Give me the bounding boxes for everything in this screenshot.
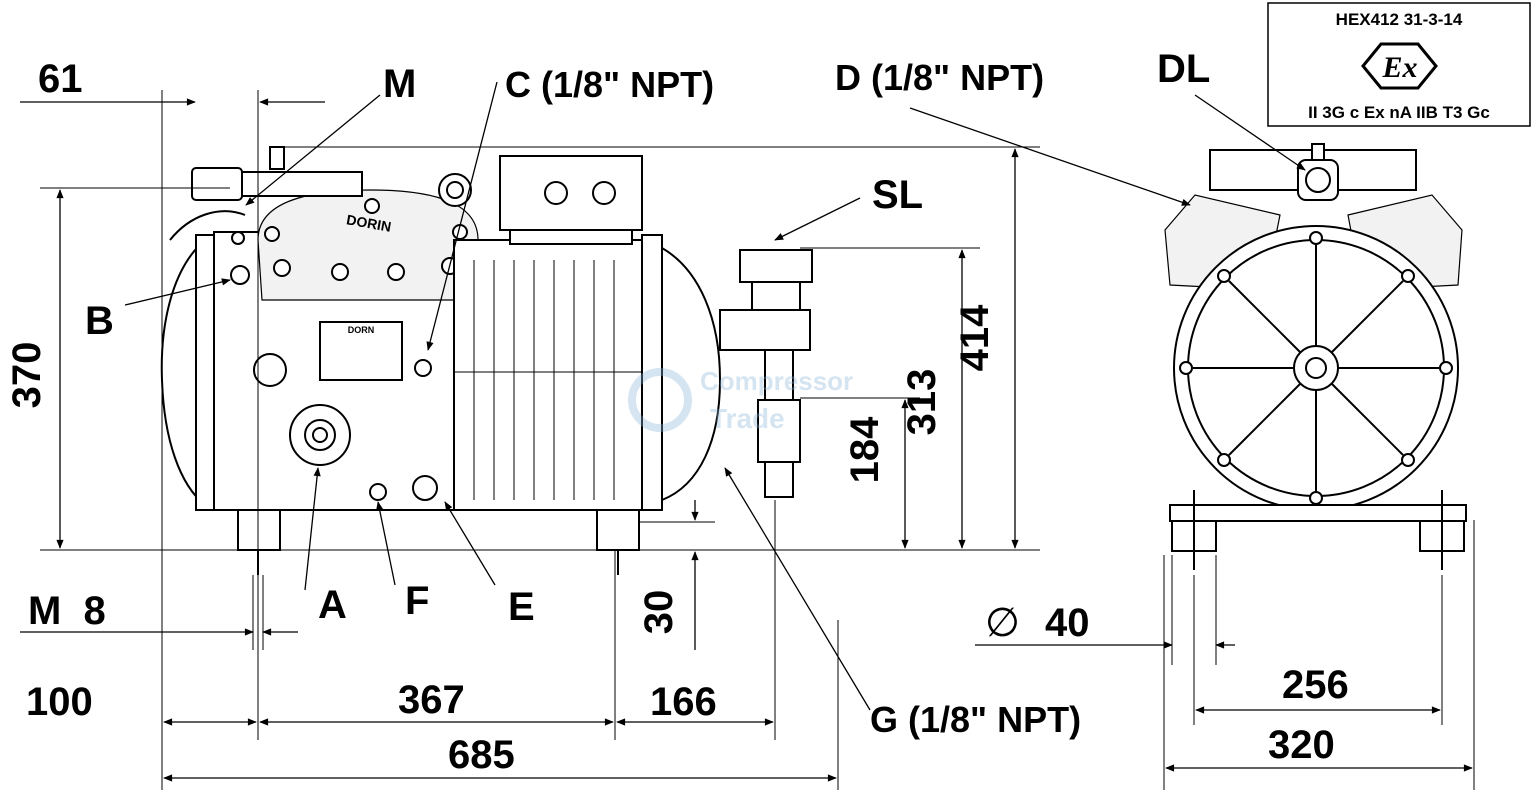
plug-m — [231, 231, 245, 245]
motor-ribs — [454, 260, 642, 500]
plug-c — [414, 359, 432, 377]
leader-lines — [124, 81, 1306, 711]
front-view-compressor — [1164, 143, 1467, 570]
dim-313: 313 — [900, 369, 944, 436]
label-e: E — [508, 585, 535, 629]
side-view-compressor: DORIN DORN — [160, 146, 813, 575]
plug-f — [369, 483, 387, 501]
terminal-gland-2 — [592, 181, 616, 205]
dim-256: 256 — [1282, 663, 1349, 707]
label-g: G (1/8" NPT) — [870, 699, 1081, 740]
motor-end-cover — [661, 246, 722, 502]
top-pipe-fitting — [191, 167, 243, 201]
plate-logo: DORN — [348, 325, 375, 335]
label-a: A — [318, 583, 347, 627]
dim-diameter-symbol: ∅ — [985, 601, 1020, 645]
dim-184: 184 — [843, 416, 887, 483]
label-f: F — [405, 579, 429, 623]
label-dl: DL — [1157, 47, 1210, 91]
dim-685: 685 — [448, 733, 515, 777]
top-cap — [269, 146, 285, 170]
motor-housing — [453, 239, 643, 511]
plug-e — [412, 475, 438, 501]
terminal-box — [499, 155, 643, 231]
suction-valve-body — [719, 309, 811, 351]
part-labels: M C (1/8" NPT) D (1/8" NPT) DL SL B A F … — [85, 47, 1210, 740]
label-b: B — [85, 299, 114, 343]
atex-certificate-box: HEX412 31-3-14 Ex II 3G c Ex nA IIB T3 G… — [1267, 2, 1531, 127]
dim-100: 100 — [26, 680, 93, 724]
dim-30: 30 — [637, 590, 681, 635]
label-sl: SL — [872, 173, 923, 217]
watermark-line1: Compressor — [700, 366, 853, 396]
dim-166: 166 — [650, 680, 717, 724]
front-base-plate — [1169, 504, 1467, 522]
dim-thread: M 8 — [28, 589, 106, 633]
sight-glass — [253, 353, 287, 387]
plug-b — [230, 265, 250, 285]
left-flange — [195, 234, 215, 511]
suction-valve-cap — [739, 249, 813, 283]
dimension-values: 61 370 414 313 184 30 M 8 100 367 166 68… — [5, 57, 1349, 777]
label-c: C (1/8" NPT) — [505, 64, 714, 105]
terminal-gland-1 — [544, 181, 568, 205]
cable — [169, 210, 246, 241]
certificate-rating: II 3G c Ex nA IIB T3 Gc — [1308, 103, 1490, 122]
dimension-lines — [20, 90, 1475, 790]
name-plate — [319, 321, 403, 381]
left-foot — [237, 509, 281, 551]
dim-40: 40 — [1045, 601, 1090, 645]
watermark: Compressor Trade — [628, 366, 853, 434]
dim-414: 414 — [953, 304, 997, 371]
front-flange-bolts — [1179, 231, 1453, 505]
cover-logo: DORIN — [345, 211, 392, 235]
dim-370: 370 — [5, 342, 49, 409]
dim-61: 61 — [38, 57, 83, 101]
suction-nipple — [757, 399, 801, 463]
dim-367: 367 — [398, 678, 465, 722]
label-d: D (1/8" NPT) — [835, 57, 1044, 98]
ex-mark: Ex — [1381, 51, 1417, 84]
watermark-line2: Trade — [710, 403, 785, 434]
dim-320: 320 — [1268, 723, 1335, 767]
certificate-code: HEX412 31-3-14 — [1336, 10, 1463, 29]
label-m: M — [383, 62, 416, 106]
cylinder-head — [257, 189, 479, 301]
discharge-pipe — [241, 171, 363, 197]
front-spokes — [1193, 245, 1439, 491]
ex-hexagon-icon: Ex — [1361, 42, 1438, 90]
right-foot — [596, 509, 640, 551]
